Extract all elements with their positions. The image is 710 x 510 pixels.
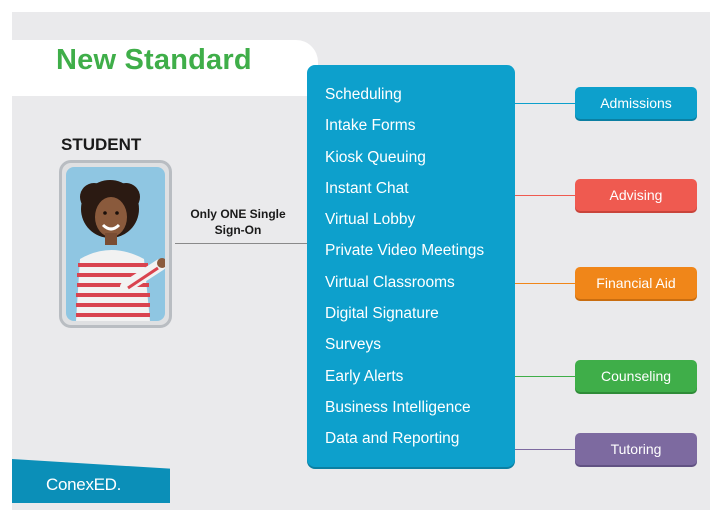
connector-tutoring <box>515 449 575 450</box>
connector-counseling <box>515 376 575 377</box>
title-tab <box>12 40 318 96</box>
dept-financial-aid: Financial Aid <box>575 267 697 299</box>
feature-item-private-video-meetings: Private Video Meetings <box>325 242 485 260</box>
connector-admissions <box>515 103 575 104</box>
student-label: STUDENT <box>61 135 142 154</box>
feature-item-virtual-lobby: Virtual Lobby <box>325 211 416 229</box>
feature-item-instant-chat: Instant Chat <box>325 179 409 197</box>
student-photo <box>59 160 172 328</box>
student-illustration <box>66 167 165 321</box>
feature-item-scheduling: Scheduling <box>325 86 402 103</box>
feature-item-kiosk-queuing: Kiosk Queuing <box>325 148 426 166</box>
feature-list: Scheduling Intake Forms Kiosk Queuing In… <box>325 85 484 461</box>
conexed-logo: ConexED. <box>46 475 122 494</box>
connector-financial-aid <box>515 283 575 284</box>
feature-item-early-alerts: Early Alerts <box>325 367 404 385</box>
dept-tutoring: Tutoring <box>575 433 697 465</box>
feature-item-business-intelligence: Business Intelligence <box>325 398 471 416</box>
feature-panel: Scheduling Intake Forms Kiosk Queuing In… <box>307 65 515 467</box>
dept-counseling: Counseling <box>575 360 697 392</box>
dept-admissions: Admissions <box>575 87 697 119</box>
feature-item-data-and-reporting: Data and Reporting <box>325 430 460 448</box>
slide-title: New Standard <box>56 44 252 76</box>
feature-item-virtual-classrooms: Virtual Classrooms <box>325 273 455 291</box>
connector-advising <box>515 195 575 196</box>
sso-connector-line <box>175 243 308 244</box>
feature-item-surveys: Surveys <box>325 336 381 354</box>
dept-advising: Advising <box>575 179 697 211</box>
feature-item-intake-forms: Intake Forms <box>325 117 416 135</box>
single-sign-on-label: Only ONE Single Sign-On <box>190 207 286 237</box>
feature-item-digital-signature: Digital Signature <box>325 305 439 323</box>
slide: New Standard STUDENT <box>12 12 710 510</box>
